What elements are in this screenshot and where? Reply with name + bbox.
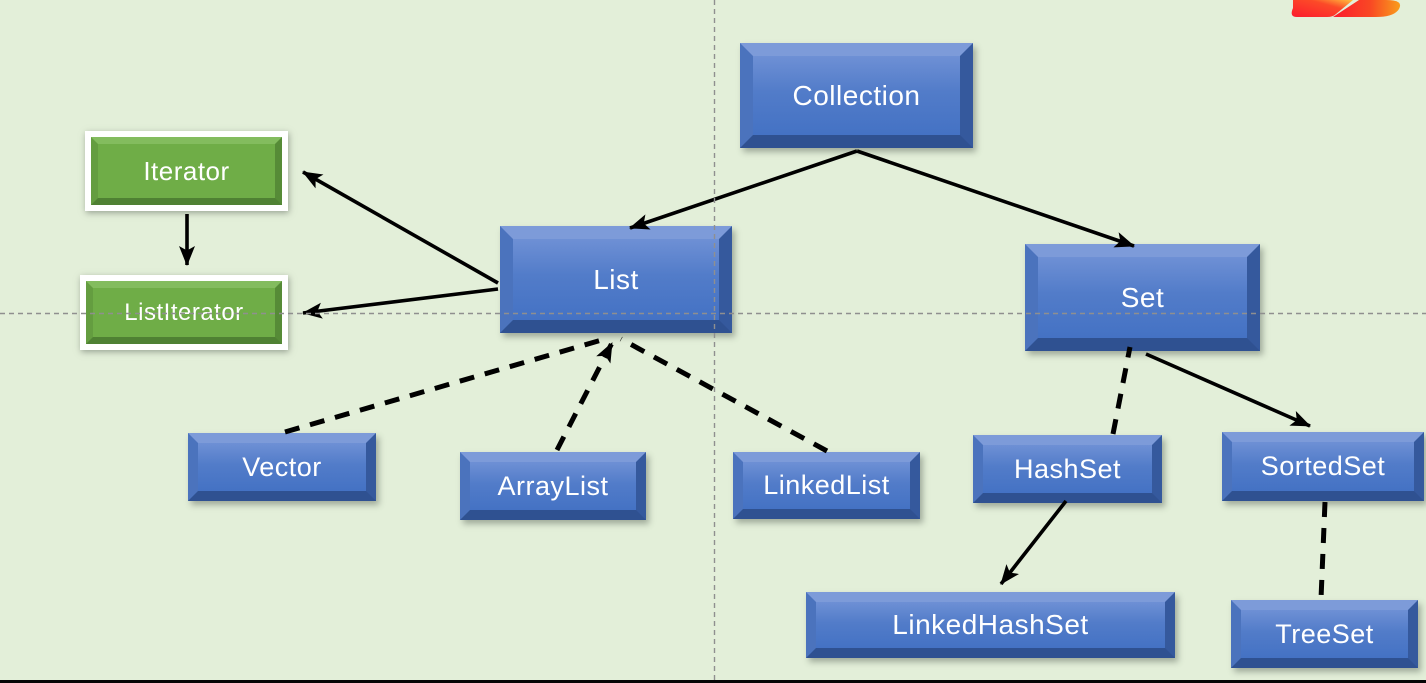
edge-collection-to-list[interactable] <box>629 149 858 230</box>
node-sortedset-label: SortedSet <box>1260 451 1386 481</box>
node-vector[interactable]: Vector <box>188 433 376 501</box>
node-set-label: Set <box>1120 281 1165 313</box>
node-vector-label: Vector <box>242 451 322 482</box>
node-linkedlist[interactable]: LinkedList <box>733 452 920 519</box>
edge-linkedlist-to-list[interactable] <box>619 336 829 454</box>
node-hashset-label: HashSet <box>1013 453 1122 484</box>
edge-list-to-listiterator[interactable] <box>302 287 499 319</box>
node-set[interactable]: Set <box>1025 244 1260 351</box>
edge-set-to-sortedset[interactable] <box>1145 352 1311 428</box>
red-orange-swoosh-logo-icon <box>1291 0 1401 17</box>
node-hashset[interactable]: HashSet <box>973 435 1162 503</box>
edge-hashset-to-linkedhashset[interactable] <box>999 499 1068 586</box>
node-linkedlist-label: LinkedList <box>763 470 890 500</box>
edge-hashset-to-set[interactable] <box>1110 346 1133 435</box>
node-sortedset[interactable]: SortedSet <box>1222 432 1424 501</box>
node-collection[interactable]: Collection <box>740 43 973 148</box>
node-listiterator-label: ListIterator <box>124 298 244 326</box>
edge-collection-to-set[interactable] <box>856 149 1135 248</box>
node-collection-label: Collection <box>792 79 921 111</box>
node-treeset-label: TreeSet <box>1275 618 1374 649</box>
node-iterator[interactable]: Iterator <box>85 131 288 211</box>
node-iterator-label: Iterator <box>143 155 230 186</box>
edge-sortedset-to-treeset[interactable] <box>1318 501 1328 600</box>
edge-list-to-iterator[interactable] <box>302 170 499 285</box>
node-linkedhashset-label: LinkedHashSet <box>892 609 1089 640</box>
node-listiterator[interactable]: ListIterator <box>80 275 288 350</box>
bottom-bar <box>0 680 1426 683</box>
node-list-label: List <box>593 263 639 295</box>
node-arraylist-label: ArrayList <box>497 470 609 501</box>
node-linkedhashset[interactable]: LinkedHashSet <box>806 592 1175 658</box>
edge-vector-to-list[interactable] <box>284 336 606 435</box>
node-arraylist[interactable]: ArrayList <box>460 452 646 520</box>
node-treeset[interactable]: TreeSet <box>1231 600 1418 668</box>
node-list[interactable]: List <box>500 226 732 333</box>
edge-arraylist-to-list[interactable] <box>554 341 615 452</box>
